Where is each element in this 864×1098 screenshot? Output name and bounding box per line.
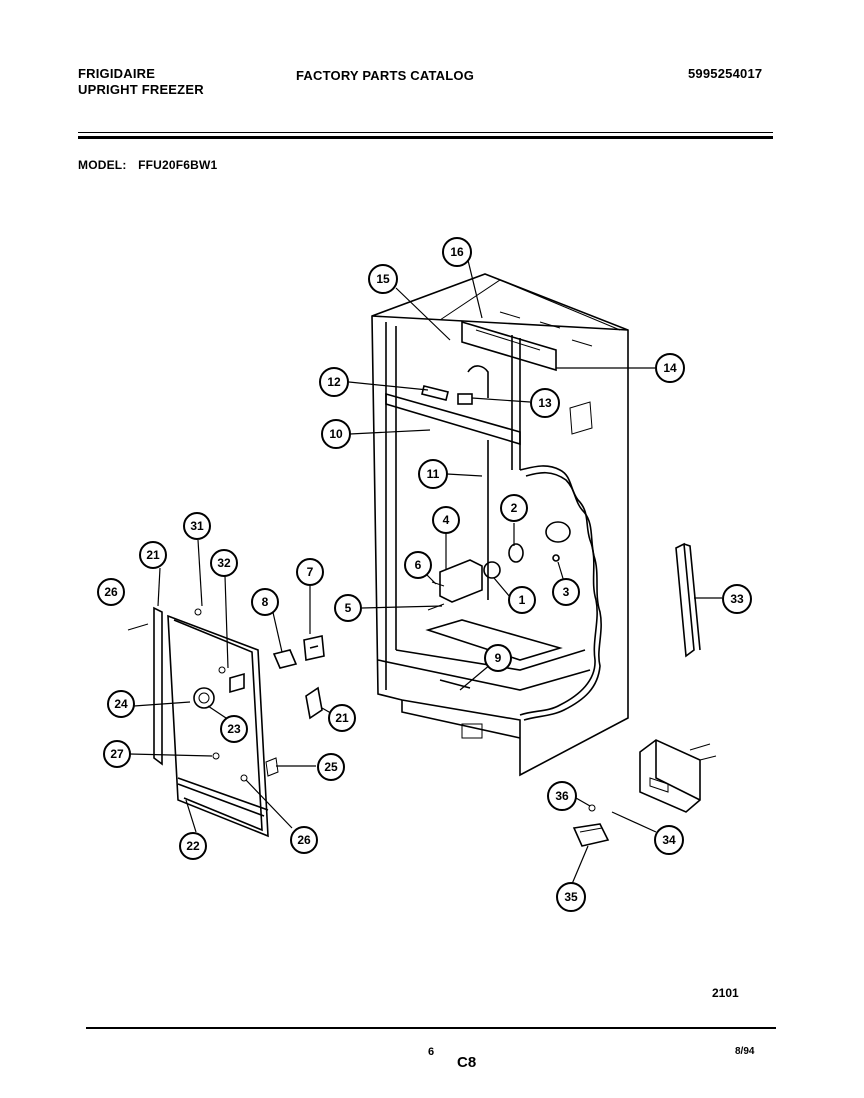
callout-26-upper: 26 [97,578,125,606]
callout-13: 13 [530,388,560,418]
callout-12: 12 [319,367,349,397]
leader-lines [129,251,722,885]
callout-33-label: 33 [730,592,744,606]
callout-12-label: 12 [327,375,341,389]
callout-24: 24 [107,690,135,718]
figure-number: 2101 [712,986,739,1000]
callout-3: 3 [552,578,580,606]
callout-7-label: 7 [307,565,314,579]
callout-25-label: 25 [324,760,338,774]
model-line: MODEL: FFU20F6BW1 [78,158,217,172]
callout-34: 34 [654,825,684,855]
callout-21-lower: 21 [328,704,356,732]
callout-27: 27 [103,740,131,768]
bracket-drawing [572,739,717,847]
callout-24-label: 24 [114,697,128,711]
callout-21-upper: 21 [139,541,167,569]
catalog-title: FACTORY PARTS CATALOG [296,68,475,83]
model-number: FFU20F6BW1 [138,158,218,172]
callout-33: 33 [722,584,752,614]
callout-6: 6 [404,551,432,579]
callout-36: 36 [547,781,577,811]
brand-name: FRIGIDAIRE [78,66,156,81]
callout-16-label: 16 [450,245,464,259]
model-label: MODEL: [78,158,127,172]
header-rule-thin [78,132,773,133]
callout-26-upper-label: 26 [104,585,118,599]
callout-11: 11 [418,459,448,489]
callout-3-label: 3 [563,585,570,599]
callout-1-label: 1 [519,593,526,607]
callout-6-label: 6 [415,558,422,572]
hinge-bar-drawing [675,542,701,658]
callout-9-label: 9 [495,651,502,665]
callout-9: 9 [484,644,512,672]
callout-15-label: 15 [376,272,390,286]
callout-36-label: 36 [555,789,569,803]
callout-11-label: 11 [427,467,440,481]
callout-4: 4 [432,506,460,534]
callout-14: 14 [655,353,685,383]
callout-16: 16 [442,237,472,267]
callout-10-label: 10 [329,427,343,441]
brand-block: FRIGIDAIRE UPRIGHT FREEZER [78,66,204,98]
callout-27-label: 27 [110,747,124,761]
callout-23: 23 [220,715,248,743]
callout-31: 31 [183,512,211,540]
header-rule-thick [78,136,773,139]
section-code: C8 [457,1054,477,1071]
callout-21-upper-label: 21 [146,548,160,562]
callout-5-label: 5 [345,601,352,615]
callout-4-label: 4 [443,513,450,527]
callout-31-label: 31 [190,519,204,533]
callout-15: 15 [368,264,398,294]
callout-2: 2 [500,494,528,522]
page-number: 6 [428,1046,435,1058]
callout-14-label: 14 [663,361,677,375]
callout-23-label: 23 [227,722,241,736]
footer-rule [86,1027,776,1029]
callout-13-label: 13 [538,396,552,410]
callout-22: 22 [179,832,207,860]
callout-5: 5 [334,594,362,622]
date-code: 8/94 [735,1046,755,1057]
callout-22-label: 22 [186,839,200,853]
callout-25: 25 [317,753,345,781]
product-type: UPRIGHT FREEZER [78,82,204,97]
callout-26-lower-label: 26 [297,833,311,847]
callout-7: 7 [296,558,324,586]
callout-26-lower: 26 [290,826,318,854]
callout-8: 8 [251,588,279,616]
door-panel-drawing [127,606,325,838]
callout-35: 35 [556,882,586,912]
callout-32-label: 32 [217,556,231,570]
callout-1: 1 [508,586,536,614]
callout-2-label: 2 [511,501,518,515]
callout-10: 10 [321,419,351,449]
callout-35-label: 35 [564,890,578,904]
cabinet-drawing [371,273,629,777]
callout-8-label: 8 [262,595,269,609]
catalog-part-number: 5995254017 [688,66,763,81]
callout-32: 32 [210,549,238,577]
callout-21-lower-label: 21 [335,711,349,725]
callout-34-label: 34 [662,833,676,847]
